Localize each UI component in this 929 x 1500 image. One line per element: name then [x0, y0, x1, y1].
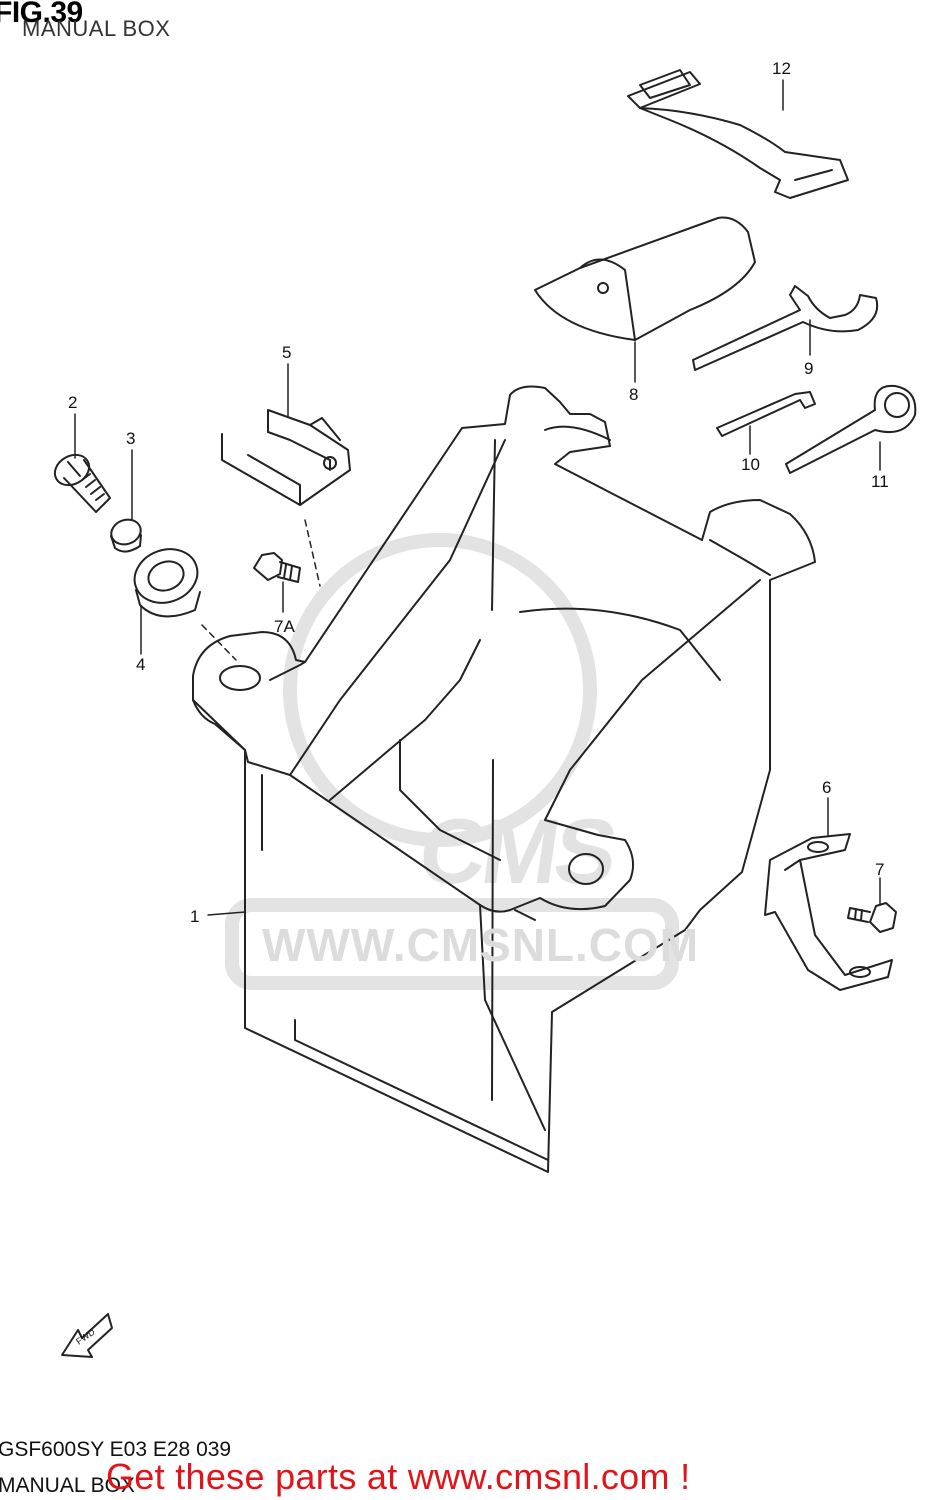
figure-title: FIG.39: [0, 0, 83, 29]
get-parts-link[interactable]: Get these parts at www.cmsnl.com !: [106, 1456, 691, 1497]
part-7-bolt: [847, 902, 897, 933]
part-2-screw: [53, 453, 111, 513]
callout-12: 12: [772, 59, 791, 78]
callout-6: 6: [822, 778, 831, 797]
callout-2: 2: [68, 393, 77, 412]
part-1-manual-box: [192, 385, 816, 1173]
callout-4: 4: [136, 655, 145, 674]
part-7a-bolt: [253, 552, 301, 583]
part-11-box-wrench: [785, 384, 917, 474]
figure-subtitle: MANUAL BOX: [22, 16, 171, 41]
part-8-manual-pouch: [534, 216, 756, 341]
part-6-bracket: [764, 833, 893, 991]
footer-code: GSF600SY E03 E28 039: [0, 1438, 232, 1461]
part-3-collar: [110, 518, 142, 553]
watermark-emblem: [225, 533, 679, 990]
callout-3: 3: [126, 429, 135, 448]
part-12-strap: [627, 69, 849, 199]
fwd-arrow-icon: [61, 1313, 113, 1358]
part-10-hex-key: [716, 391, 816, 437]
callout-11: 11: [871, 472, 889, 491]
callout-9: 9: [804, 359, 813, 378]
footer-subtitle: MANUAL BOX: [0, 1474, 135, 1497]
callout-1: 1: [190, 907, 199, 926]
callout-10: 10: [741, 455, 760, 474]
callout-7a: 7A: [274, 617, 295, 636]
leader-lines: [74, 79, 881, 916]
callout-5: 5: [282, 343, 291, 362]
part-4-grommet: [133, 548, 201, 618]
watermark-url: WWW.CMSNL.COM: [262, 919, 700, 971]
part-9-wrench: [692, 285, 879, 371]
callout-7: 7: [875, 860, 884, 879]
callout-8: 8: [629, 385, 638, 404]
part-5-clip: [221, 409, 351, 506]
